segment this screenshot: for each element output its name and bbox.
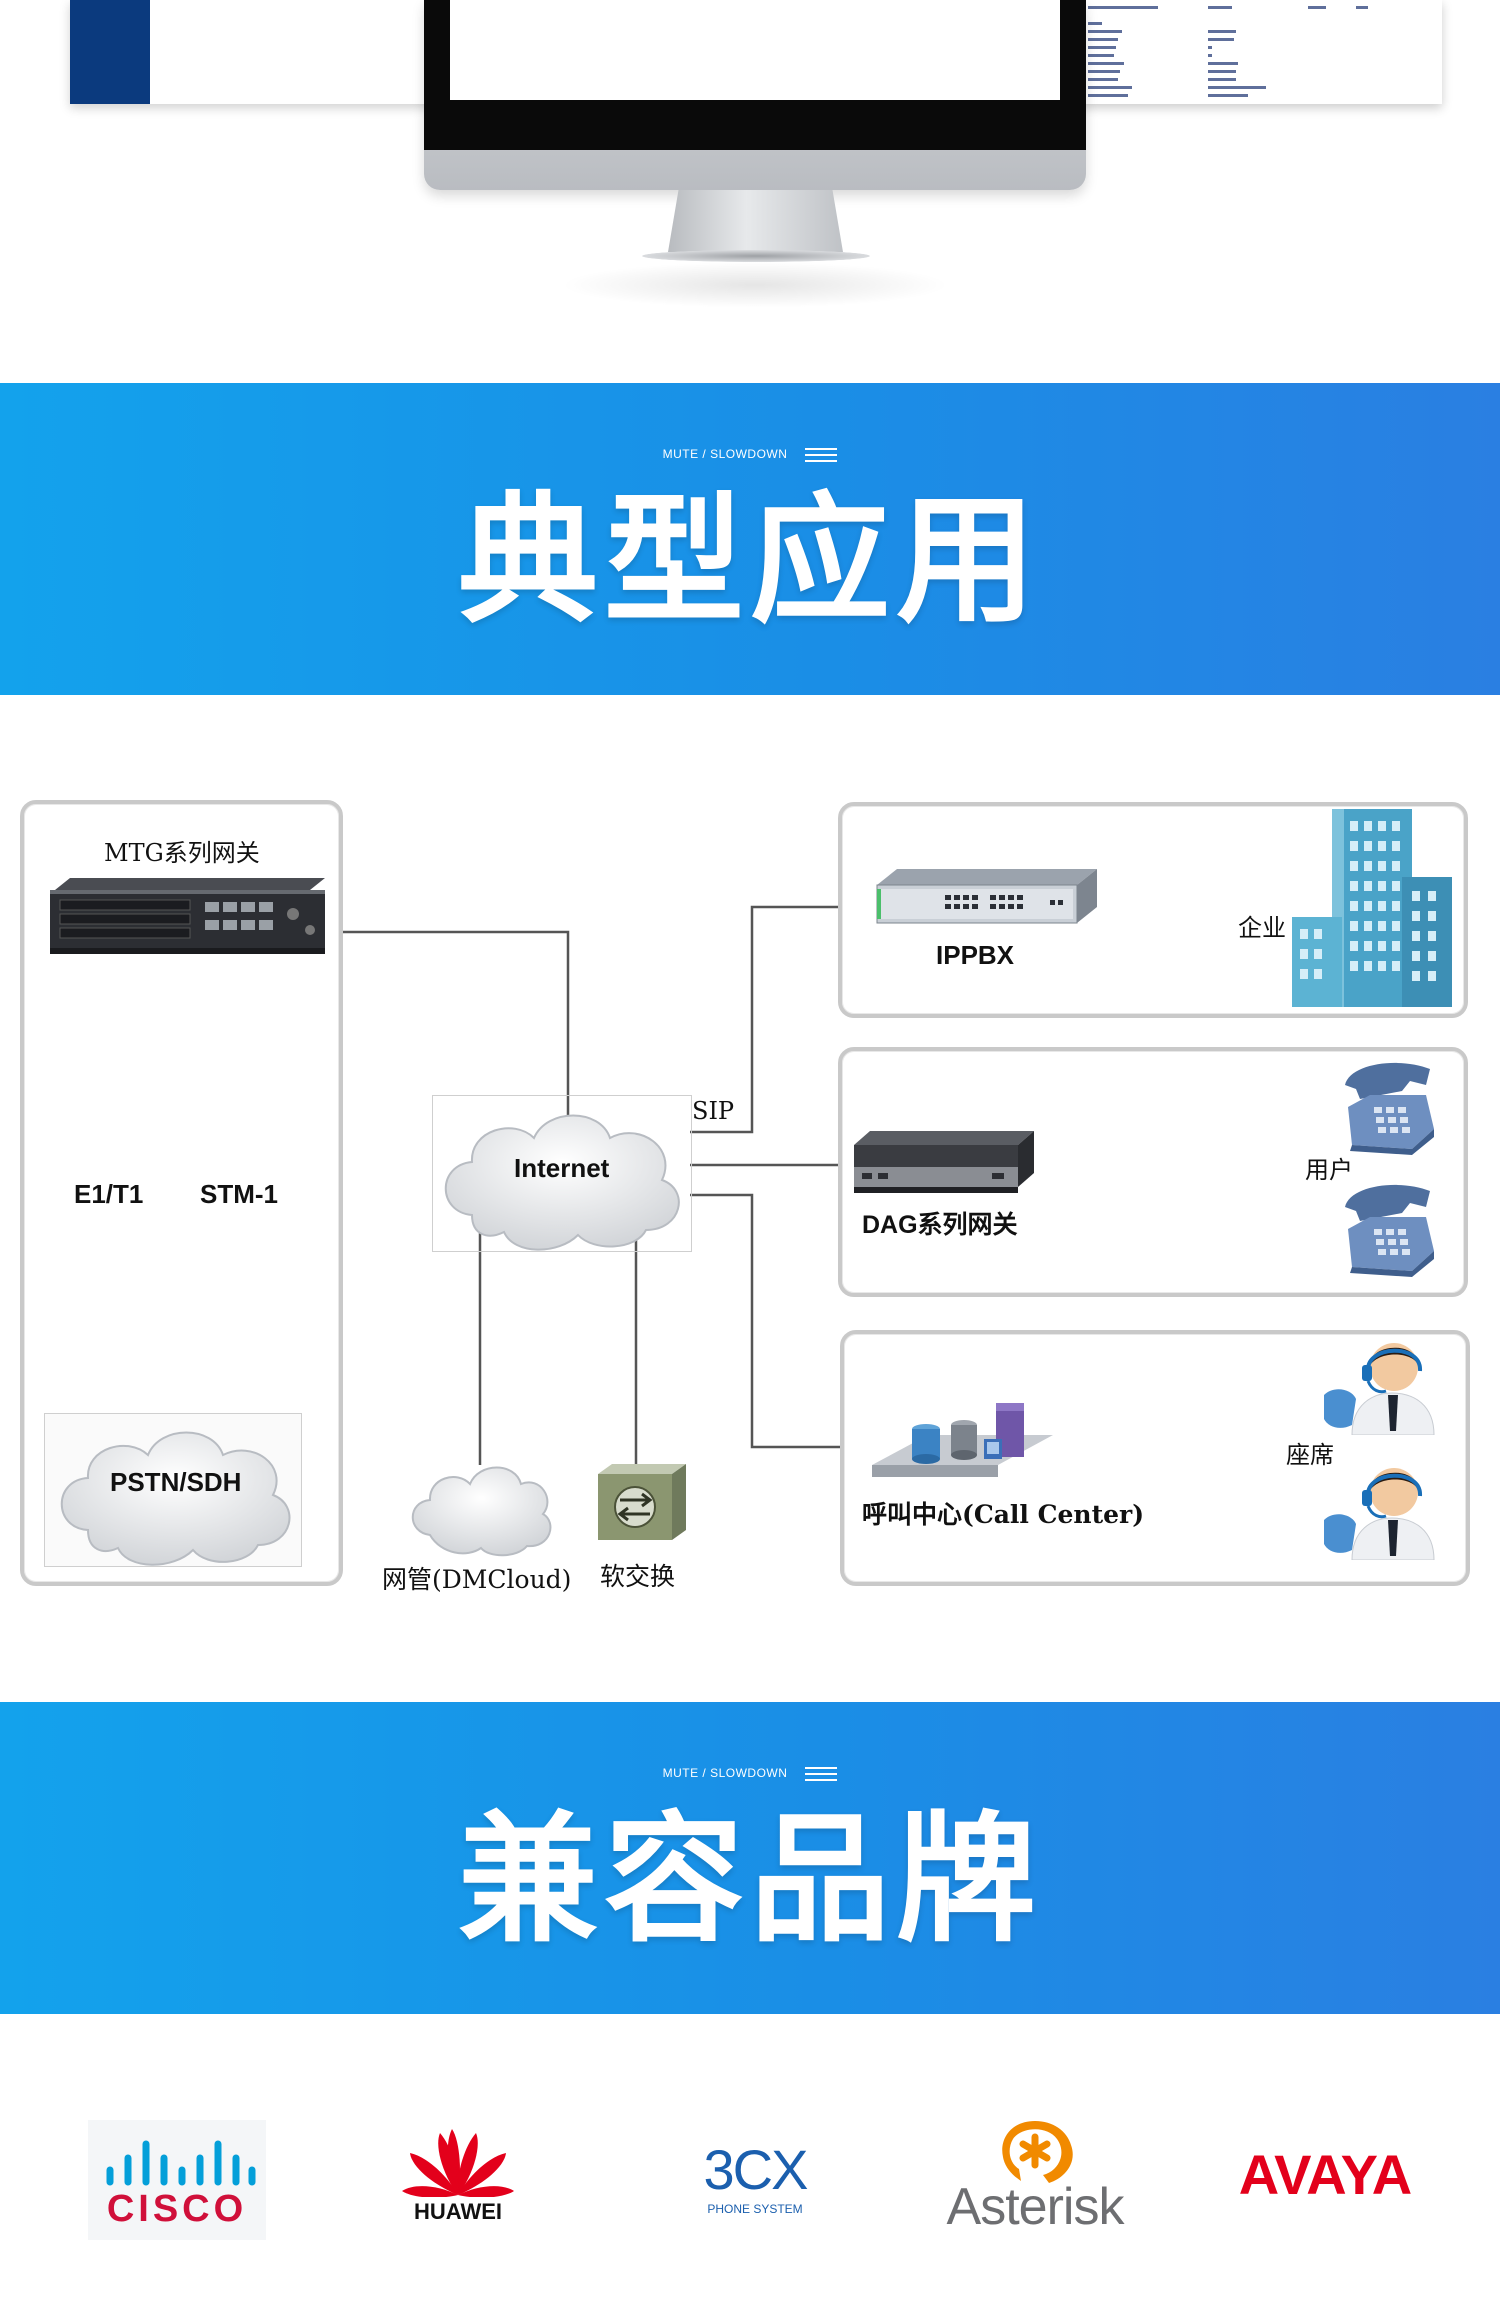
monitor-screen xyxy=(450,0,1060,100)
cisco-wordmark: CISCO xyxy=(106,2188,248,2230)
left-panel-sidebar xyxy=(70,0,150,104)
avaya-logo: AVAYA xyxy=(1230,2143,1420,2213)
section-title: 兼容品牌 xyxy=(457,1799,1042,1962)
banner-subtitle: MUTE / SLOWDOWN xyxy=(0,1766,1500,1781)
ippbx-device xyxy=(876,869,1097,924)
monitor-shadow xyxy=(560,262,950,308)
huawei-logo: HUAWEI xyxy=(398,2125,518,2245)
3cx-logo: 3CX PHONE SYSTEM xyxy=(690,2140,820,2230)
seat-label: 座席 xyxy=(1286,1441,1334,1469)
link-label-stm1: STM-1 xyxy=(200,1179,278,1209)
enterprise-building-icon xyxy=(1292,809,1452,1007)
agent-icon xyxy=(1324,1468,1435,1560)
internet-label: Internet xyxy=(514,1153,610,1183)
avaya-wordmark: AVAYA xyxy=(1238,2143,1412,2206)
sip-label: SIP xyxy=(692,1097,735,1125)
banner-subtitle: MUTE / SLOWDOWN xyxy=(0,447,1500,462)
network-topology-diagram: MTG系列网关 E1/T1 STM-1 PSTN/SDH Internet SI… xyxy=(0,695,1500,1645)
cisco-bars-icon xyxy=(106,2140,256,2186)
monitor-stand-neck xyxy=(668,190,843,252)
callcenter-icon xyxy=(872,1403,1053,1477)
menu-lines-icon xyxy=(805,1766,838,1781)
3cx-wordmark: 3CX xyxy=(703,2138,809,2201)
3cx-tagline: PHONE SYSTEM xyxy=(707,2202,803,2216)
telephone-icon xyxy=(1345,1184,1434,1277)
pstn-label: PSTN/SDH xyxy=(110,1467,242,1497)
softswitch-label: 软交换 xyxy=(600,1562,676,1591)
internet-cloud-icon xyxy=(444,1114,680,1251)
ippbx-label: IPPBX xyxy=(936,940,1015,970)
dag-gateway-device xyxy=(854,1131,1034,1193)
agent-icon xyxy=(1324,1343,1435,1435)
telephone-icon xyxy=(1345,1062,1434,1155)
callcenter-label: 呼叫中心(Call Center) xyxy=(862,1500,1145,1529)
dag-label: DAG系列网关 xyxy=(862,1211,1018,1239)
softswitch-icon xyxy=(598,1464,686,1540)
huawei-petals-icon xyxy=(402,2129,514,2197)
user-label: 用户 xyxy=(1305,1156,1353,1184)
gateway-box-title: MTG系列网关 xyxy=(104,839,260,867)
enterprise-label: 企业 xyxy=(1238,914,1286,942)
huawei-wordmark: HUAWEI xyxy=(414,2199,502,2224)
brand-logos-row: CISCO HUAWEI 3CX PHONE SYSTEM xyxy=(0,2025,1500,2265)
cisco-logo: CISCO xyxy=(88,2120,266,2240)
section-banner-applications: MUTE / SLOWDOWN 典型应用 xyxy=(0,383,1500,695)
section-title: 典型应用 xyxy=(457,480,1042,643)
asterisk-logo: Asterisk xyxy=(935,2115,1135,2245)
asterisk-symbol-icon xyxy=(1002,2121,1073,2183)
pstn-cloud-icon xyxy=(60,1431,291,1566)
dmcloud-label: 网管(DMCloud) xyxy=(382,1565,572,1594)
asterisk-wordmark: Asterisk xyxy=(946,2178,1125,2236)
mtg-gateway-device xyxy=(50,878,325,954)
internet-frame xyxy=(432,1095,692,1252)
dmcloud-icon xyxy=(411,1466,552,1557)
monitor-mockup xyxy=(0,0,1500,383)
right-preview-panel xyxy=(1080,0,1442,104)
menu-lines-icon xyxy=(805,447,838,462)
section-banner-brands: MUTE / SLOWDOWN 兼容品牌 xyxy=(0,1702,1500,2014)
link-label-e1t1: E1/T1 xyxy=(74,1179,144,1209)
monitor-stand-base xyxy=(642,250,870,262)
